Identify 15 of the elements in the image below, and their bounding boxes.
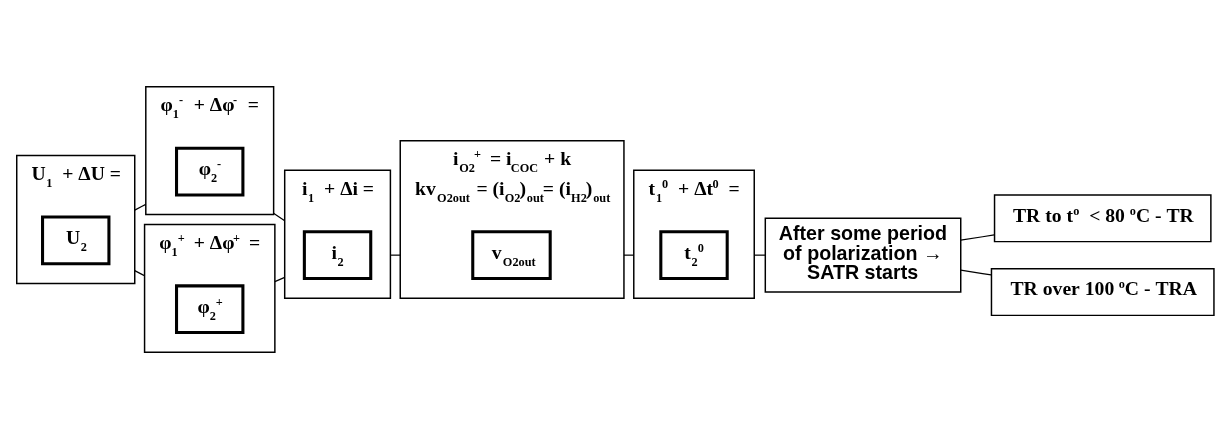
node-box: After some period of polarization → SATR starts (764, 217, 962, 293)
connector (274, 276, 286, 282)
node-box: v$_{O2out}$ (471, 229, 552, 280)
node-box: i$_{2}$ (302, 229, 373, 280)
connector (960, 269, 992, 275)
connector (960, 233, 995, 241)
connector (273, 212, 286, 221)
connector (134, 203, 147, 211)
connector (753, 254, 766, 256)
connector (134, 269, 146, 276)
connector (389, 254, 401, 256)
connector (623, 254, 635, 256)
node-box: TR over 100 $^{o}$C - TRA (990, 267, 1215, 316)
node-box: U$_{2}$ (41, 215, 111, 265)
node-box: TR to t$^{o}$ < 80 $^{o}$C - TR (993, 193, 1212, 242)
